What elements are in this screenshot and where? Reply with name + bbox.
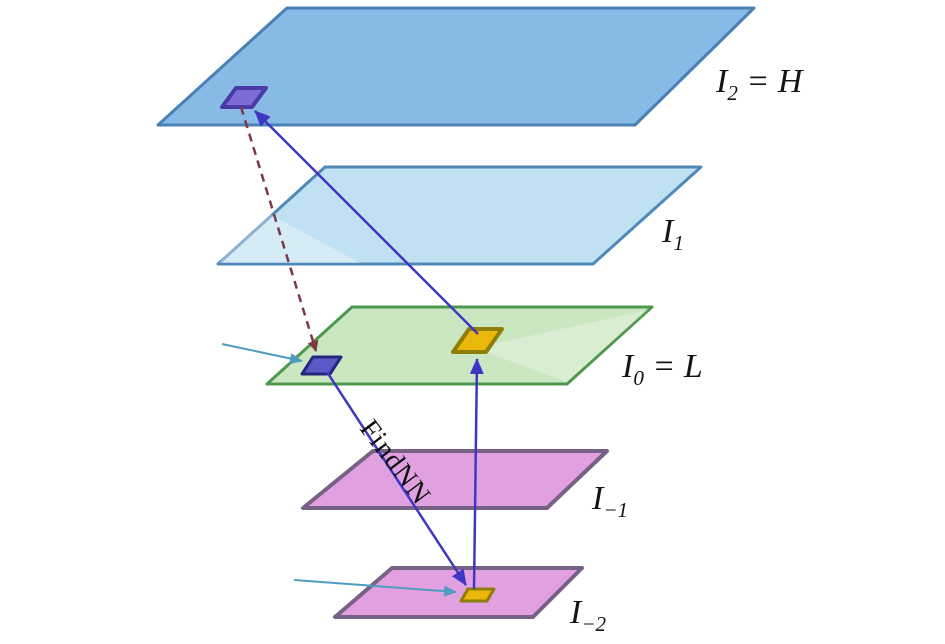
label-I-2-sub: −2 — [581, 611, 607, 636]
label-I2-suffix: = H — [737, 63, 803, 100]
plane-I-2 — [333, 566, 584, 619]
pointer-arrow-to-query-patch — [221, 343, 303, 364]
nn-patch-on-I-2 — [459, 587, 496, 603]
label-I2: I2 = H — [716, 63, 803, 103]
label-I2-base: I — [716, 63, 728, 100]
plane-I0-shading-highlight — [475, 310, 648, 382]
plane-I2 — [156, 6, 756, 127]
parent-patch-on-I0 — [451, 327, 504, 354]
findnn-arrow-I0-to-I-2 — [325, 371, 468, 586]
copy-parent-arrow-I0-to-I2 — [254, 110, 479, 335]
label-I1-base: I — [662, 213, 674, 250]
label-I0-suffix: = L — [643, 348, 703, 385]
plane-I1 — [216, 165, 703, 266]
label-I-1: I−1 — [592, 480, 628, 520]
label-I-1-base: I — [592, 480, 604, 517]
plane-I1-shading-highlight — [219, 206, 360, 263]
correspondence-dashed-arrow-I2-to-I0 — [239, 106, 319, 352]
label-I0: I0 = L — [622, 348, 703, 388]
query-patch-on-I0 — [300, 355, 343, 376]
label-I-2-base: I — [570, 594, 582, 631]
label-I0-base: I — [622, 348, 634, 385]
label-I2-sub: 2 — [727, 80, 738, 105]
parent-link-arrow-I-2-to-I0 — [469, 358, 484, 590]
label-I1-sub: 1 — [673, 230, 684, 255]
label-I-1-sub: −1 — [603, 497, 629, 522]
label-I-2: I−2 — [570, 594, 606, 634]
label-I0-sub: 0 — [633, 365, 644, 390]
plane-I-1 — [301, 449, 609, 510]
pointer-arrow-to-nn-patch — [293, 579, 457, 597]
label-I1: I1 — [662, 213, 684, 253]
